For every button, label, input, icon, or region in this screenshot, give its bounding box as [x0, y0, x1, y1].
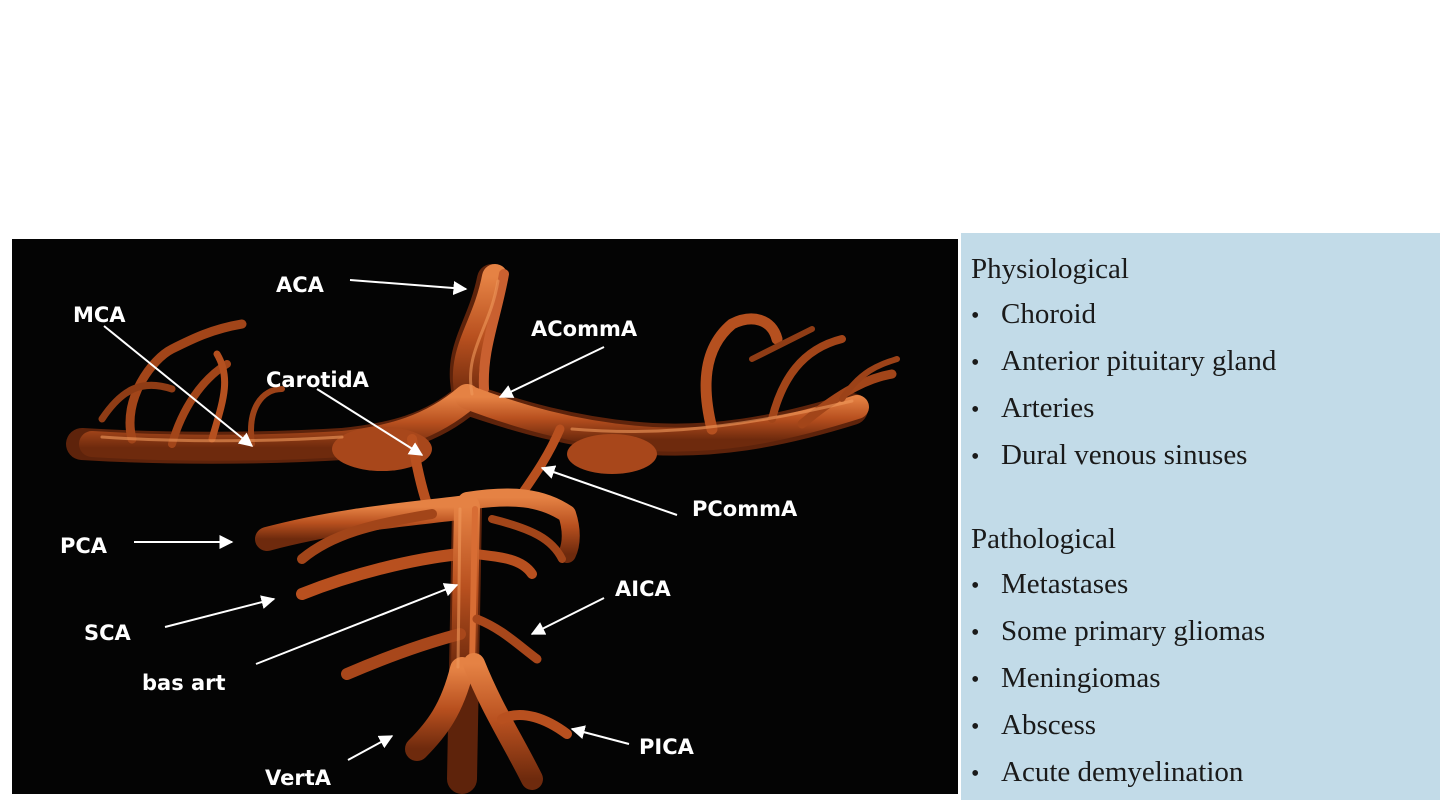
mca-left-vessel — [79, 384, 480, 461]
label-pica: PICA — [639, 735, 695, 759]
aica-arrow — [530, 597, 605, 635]
vessel-network — [66, 264, 900, 794]
enhancement-causes-panel: Physiological •Choroid •Anterior pituita… — [961, 233, 1440, 800]
angiogram-figure: ACA MCA ACommA CarotidA PCommA PCA AICA … — [12, 239, 958, 794]
bullet-icon: • — [971, 397, 980, 423]
section-physiological: Physiological •Choroid •Anterior pituita… — [971, 247, 1436, 480]
item-list: •Choroid •Anterior pituitary gland •Arte… — [971, 292, 1436, 480]
acomma-arrow — [498, 346, 605, 398]
label-acomma: ACommA — [531, 317, 638, 341]
bullet-icon: • — [971, 573, 980, 599]
aica-left-vessel — [341, 628, 466, 680]
item-list: •Metastases •Some primary gliomas •Menin… — [971, 562, 1436, 797]
label-aca: ACA — [276, 273, 325, 297]
bullet-icon: • — [971, 350, 980, 376]
label-bas-art: bas art — [142, 671, 226, 695]
aca-arrow — [349, 279, 468, 296]
vertebral-left-vessel — [405, 657, 474, 761]
mca-arrow — [103, 325, 254, 447]
list-item: •Metastases — [971, 562, 1436, 609]
list-item: •Choroid — [971, 292, 1436, 339]
bullet-icon: • — [971, 667, 980, 693]
aica-right-vessel — [472, 614, 542, 664]
pica-vessel — [497, 710, 572, 739]
sca-arrow — [164, 595, 276, 628]
label-carotida: CarotidA — [266, 368, 370, 392]
sca-left-vessel — [296, 548, 466, 600]
section-pathological: Pathological •Metastases •Some primary g… — [971, 517, 1436, 797]
list-item: •Meningiomas — [971, 656, 1436, 703]
carotida-arrow — [316, 388, 424, 456]
pca-left-vessel — [255, 495, 479, 551]
carotid-left-vessel — [332, 427, 432, 471]
pica-arrow — [570, 725, 630, 745]
cerebral-arteries-diagram: ACA MCA ACommA CarotidA PCommA PCA AICA … — [60, 264, 900, 794]
leader-arrows — [103, 279, 678, 761]
list-item: •Arteries — [971, 386, 1436, 433]
list-item: •Some primary gliomas — [971, 609, 1436, 656]
label-mca: MCA — [73, 303, 126, 327]
label-verta: VertA — [265, 766, 332, 790]
bullet-icon: • — [971, 303, 980, 329]
bullet-icon: • — [971, 620, 980, 646]
sca-right-vessel — [469, 549, 537, 579]
basilar-artery-vessel — [451, 494, 480, 682]
label-sca: SCA — [84, 621, 132, 645]
vessel-labels: ACA MCA ACommA CarotidA PCommA PCA AICA … — [60, 273, 798, 790]
mca-right-vessel — [455, 385, 869, 452]
section-title: Physiological — [971, 253, 1129, 285]
label-aica: AICA — [615, 577, 671, 601]
label-pcomma: PCommA — [692, 497, 798, 521]
list-item: •Acute demyelination — [971, 750, 1436, 797]
bas-art-arrow — [255, 583, 459, 665]
label-pca: PCA — [60, 534, 108, 558]
verta-arrow — [347, 735, 394, 761]
list-item: •Abscess — [971, 703, 1436, 750]
pca-right-vessel — [458, 488, 580, 563]
list-item: •Dural venous sinuses — [971, 433, 1436, 480]
bullet-icon: • — [971, 714, 980, 740]
carotid-right-vessel — [567, 434, 657, 474]
bullet-icon: • — [971, 444, 980, 470]
bullet-icon: • — [971, 761, 980, 787]
list-item: •Anterior pituitary gland — [971, 339, 1436, 386]
pcomma-arrow — [540, 465, 678, 516]
aca-vessel — [452, 264, 508, 410]
section-title: Pathological — [971, 523, 1116, 555]
